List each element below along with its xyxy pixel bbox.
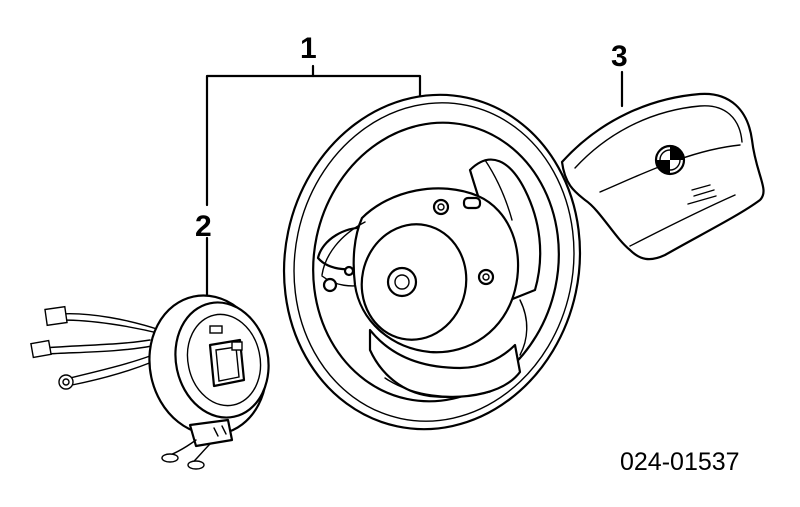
airbag-module-drawing [560,92,765,261]
callout-steering-wheel: 1 [300,32,317,65]
diagram-part-number: 024-01537 [620,448,740,476]
callout-airbag-module: 3 [611,40,628,73]
leader-lines [205,64,624,302]
steering-wheel-drawing [282,93,582,431]
callout-clock-spring: 2 [195,210,212,243]
clock-spring-drawing [30,294,270,470]
